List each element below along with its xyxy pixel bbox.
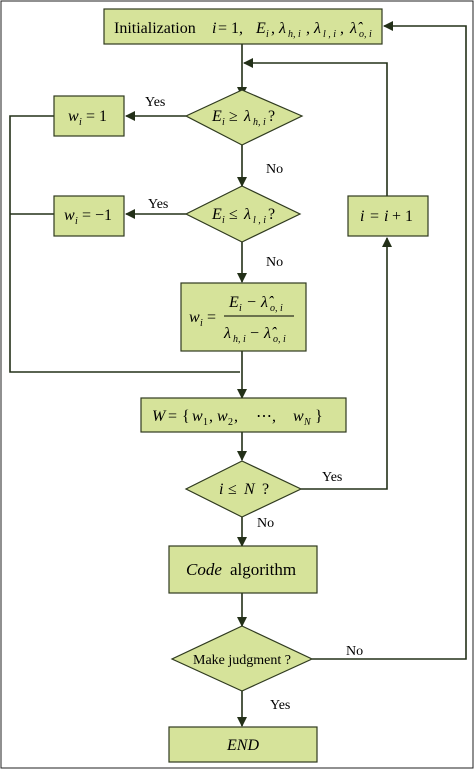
- decision-e-ge-lambda-h: E i ≥ λ h, i ?: [184, 89, 304, 146]
- svg-text:E i ≥ λ: E i ≥ λ h, i ?: [211, 108, 275, 129]
- edge-w1-rail: [9, 115, 240, 373]
- svg-text:END: END: [226, 737, 259, 754]
- label-no-decision1: No: [266, 162, 283, 177]
- decision-e-le-lambda-l: E i ≤ λ l , i ?: [184, 185, 302, 243]
- svg-text:w i = 1: w i = 1: [68, 108, 107, 129]
- w-formula-denominator: λ h, i − λ̂ o, i: [223, 325, 286, 346]
- decision-make-judgment: Make judgment ?: [170, 625, 314, 692]
- edge-judgment-no: [312, 21, 467, 660]
- w-equals-one-box: w i = 1: [53, 95, 125, 137]
- label-no-judgment: No: [346, 644, 363, 659]
- init-box: Initialization i = 1, E i , λ h, i , λ l…: [103, 8, 383, 45]
- label-yes-decision2: Yes: [148, 197, 168, 212]
- w-set-box: W = { w 1 , w 2 , ⋯, w N }: [140, 397, 347, 433]
- svg-text:Code algorithm: Code algorithm: [186, 560, 296, 579]
- label-yes-judgment: Yes: [270, 698, 290, 713]
- svg-text:w i = −1: w i = −1: [64, 207, 112, 228]
- w-formula-box: w i = E i − λ̂ o, i λ h, i − λ̂ o, i: [180, 282, 307, 352]
- end-box: END: [168, 726, 318, 763]
- svg-text:i = i + 1: i = i + 1: [360, 208, 413, 225]
- code-algorithm-box: Code algorithm: [168, 545, 318, 594]
- svg-text:w i =: w i =: [189, 309, 216, 330]
- w-formula-numerator: E i − λ̂ o, i: [228, 294, 283, 315]
- svg-text:Make judgment ?: Make judgment ?: [193, 653, 291, 668]
- label-no-decision3: No: [257, 516, 274, 531]
- svg-text:i ≤ N ?: i ≤ N ?: [219, 481, 269, 498]
- init-text: Initialization i = 1, E i , λ h, i , λ l…: [114, 20, 372, 41]
- label-yes-decision1: Yes: [145, 95, 165, 110]
- svg-text:E i ≤ λ: E i ≤ λ l , i ?: [211, 206, 275, 227]
- edge-increment-to-merge: [243, 58, 388, 196]
- svg-text:W = { w: W = { w 1 , w 2 , ⋯, w N }: [152, 408, 323, 429]
- edge-decision3-yes: [301, 237, 392, 490]
- increment-box: i = i + 1: [347, 195, 429, 237]
- w-equals-minus-one-box: w i = −1: [53, 195, 125, 237]
- label-no-decision2: No: [266, 255, 283, 270]
- decision-i-le-n: i ≤ N ?: [184, 460, 303, 518]
- label-yes-decision3: Yes: [322, 470, 342, 485]
